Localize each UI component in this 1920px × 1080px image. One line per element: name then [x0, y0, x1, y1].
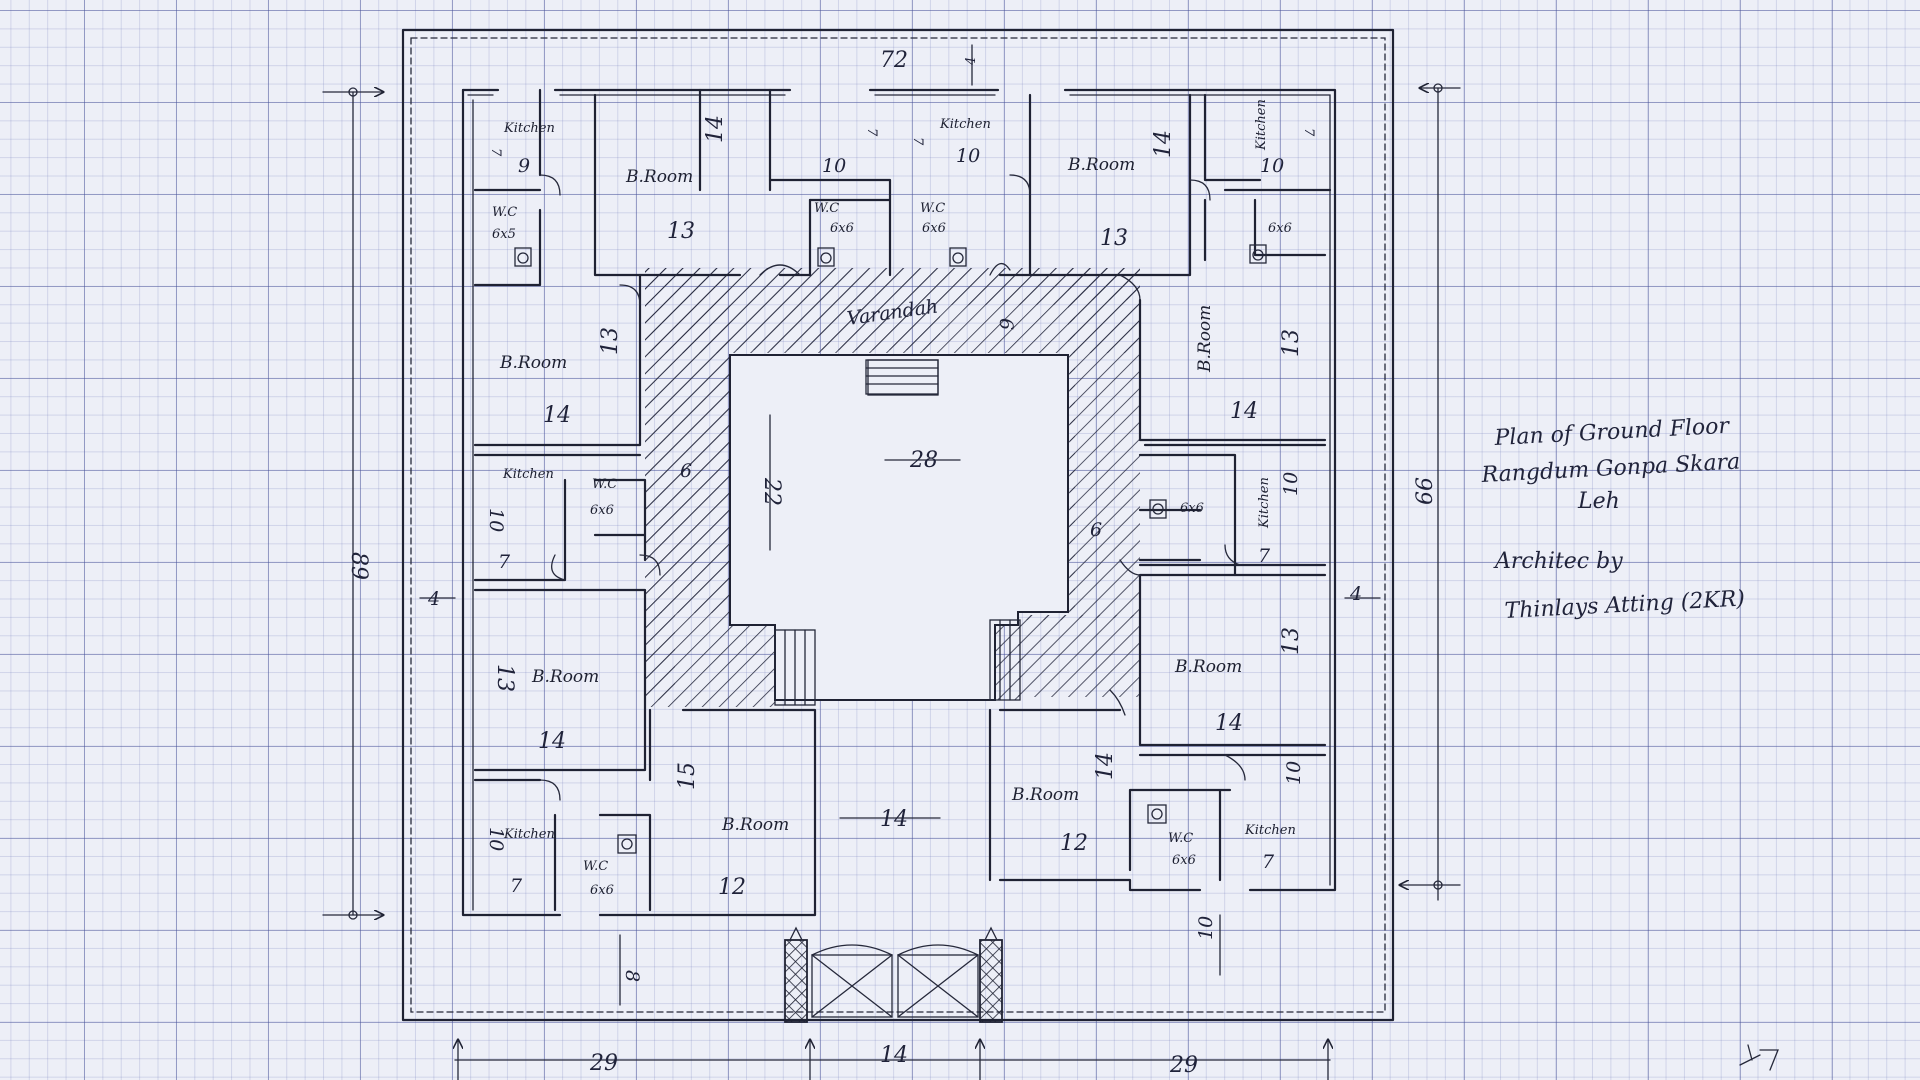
north-arrow-icon	[1739, 1044, 1779, 1071]
kitchen-tr-width: 10	[1260, 155, 1284, 177]
hall-top-l-width: 10	[822, 155, 846, 177]
entry-width: 14	[880, 807, 908, 832]
bed-left-2-width: 14	[538, 729, 566, 754]
dim-setback-right: 4	[1349, 583, 1362, 605]
courtyard-width: 28	[909, 448, 938, 473]
wc-tl-size: 6x5	[492, 227, 516, 242]
dim-bottom-gate: 14	[880, 1043, 908, 1068]
kitchen-bl-label: Kitchen	[503, 827, 555, 842]
dim-bottom-left: 29	[589, 1051, 618, 1076]
kitchen-l2-label: Kitchen	[502, 467, 554, 482]
bed-bottom-l-width: 12	[718, 875, 746, 900]
bed-right-2-depth: 13	[1279, 627, 1304, 655]
bed-top-r-label: B.Room	[1067, 155, 1135, 175]
title-line-3: Leh	[1577, 489, 1620, 514]
wc-tr-size: 6x6	[1268, 221, 1292, 236]
wc-bl-size: 6x6	[590, 883, 614, 898]
dim-overall-width: 72	[880, 48, 908, 73]
partition-walls	[473, 88, 1332, 912]
wc-top-r-label: W.C	[920, 201, 945, 216]
wc-br-label: W.C	[1168, 831, 1193, 846]
wc-l2-size: 6x6	[590, 503, 614, 518]
kitchen-tl-depth: 7	[488, 148, 503, 157]
wc-top-l-size: 6x6	[830, 221, 854, 236]
kitchen-br-depth: 10	[1283, 761, 1305, 785]
dim-setback-top: 4	[964, 57, 979, 66]
dim-front-right: 10	[1195, 916, 1217, 940]
bed-bottom-l-label: B.Room	[721, 815, 789, 835]
kitchen-l2-depth: 10	[485, 508, 507, 532]
bed-top-l-depth: 14	[703, 115, 728, 143]
bed-right-1-label: B.Room	[1195, 305, 1215, 373]
kitchen-top-c-label: Kitchen	[939, 117, 991, 132]
hall-top-l-depth: 7	[864, 128, 879, 137]
kitchen-top-c-width: 10	[956, 145, 980, 167]
bed-top-r-width: 13	[1100, 226, 1128, 251]
kitchen-top-c-depth: 7	[910, 137, 925, 146]
bed-bottom-l-depth: 15	[675, 762, 700, 790]
dim-overall-height-left: 89	[346, 552, 371, 580]
dim-front-left: 8	[621, 970, 643, 982]
courtyard	[729, 354, 1069, 706]
bed-right-1-depth: 13	[1279, 329, 1304, 357]
bed-top-l-label: B.Room	[625, 167, 693, 187]
bed-left-2-label: B.Room	[531, 667, 599, 687]
bed-top-r-depth: 14	[1151, 130, 1176, 158]
kitchen-r2-depth: 10	[1280, 472, 1302, 496]
bed-right-1-width: 14	[1230, 399, 1258, 424]
veranda-left-depth: 6	[680, 460, 692, 482]
bed-right-2-width: 14	[1215, 711, 1243, 736]
wc-bl-label: W.C	[583, 859, 608, 874]
bed-left-2-depth: 13	[492, 664, 517, 692]
bed-left-1-depth: 13	[598, 327, 623, 355]
bed-right-2-label: B.Room	[1174, 657, 1242, 677]
kitchen-tl-label: Kitchen	[503, 121, 555, 136]
top-stair-block	[867, 359, 939, 396]
kitchen-tr-depth: 7	[1301, 128, 1316, 137]
kitchen-r2-label: Kitchen	[1257, 477, 1272, 529]
main-gate	[784, 926, 1003, 1023]
kitchen-br-label: Kitchen	[1244, 823, 1296, 838]
wc-l2-label: W.C	[592, 477, 617, 492]
overall-dimension-labels: 72 89 66 4 4 4 29 14 29 8 10	[346, 48, 1438, 1078]
veranda-right-depth: 6	[1090, 519, 1102, 541]
building-walls	[461, 88, 1337, 917]
kitchen-br-width: 7	[1262, 851, 1275, 873]
wc-top-r-size: 6x6	[922, 221, 946, 236]
kitchen-bl-width: 7	[510, 875, 523, 897]
dim-setback-left: 4	[427, 588, 440, 610]
kitchen-l2-width: 7	[498, 551, 511, 573]
kitchen-tr-label: Kitchen	[1254, 99, 1269, 151]
wc-tl-label: W.C	[492, 205, 517, 220]
title-line-4: Architec by	[1493, 549, 1623, 574]
title-block: Plan of Ground Floor Rangdum Gonpa Skara…	[1480, 414, 1746, 624]
wc-br-size: 6x6	[1172, 853, 1196, 868]
door-swings	[539, 174, 1246, 801]
bed-top-l-width: 13	[667, 219, 695, 244]
dimension-lines	[322, 44, 1461, 1080]
courtyard-depth: 22	[759, 477, 784, 506]
wc-r2-size: 6x6	[1180, 501, 1204, 516]
veranda-top-depth: 6	[995, 318, 1017, 330]
wc-fixtures	[514, 244, 1267, 854]
title-line-2: Rangdum Gonpa Skara	[1480, 449, 1741, 488]
room-labels: Kitchen 9 7 W.C 6x5 B.Room 13 14 10 7 W.…	[485, 99, 1316, 900]
bed-left-1-label: B.Room	[499, 353, 567, 373]
kitchen-tl-width: 9	[518, 155, 530, 177]
title-line-1: Plan of Ground Floor	[1493, 414, 1731, 451]
dim-overall-height-right: 66	[1413, 477, 1438, 505]
kitchen-bl-depth: 10	[485, 827, 507, 851]
dim-bottom-right: 29	[1169, 1053, 1198, 1078]
veranda-hatch	[645, 268, 1140, 707]
bed-bottom-r-label: B.Room	[1011, 785, 1079, 805]
bed-bottom-r-width: 12	[1060, 831, 1088, 856]
wc-top-l-label: W.C	[814, 201, 839, 216]
bed-left-1-width: 14	[543, 403, 571, 428]
bed-bottom-r-depth: 14	[1093, 752, 1118, 780]
kitchen-r2-width: 7	[1258, 545, 1271, 567]
title-line-5: Thinlays Atting (2KR)	[1504, 586, 1746, 624]
